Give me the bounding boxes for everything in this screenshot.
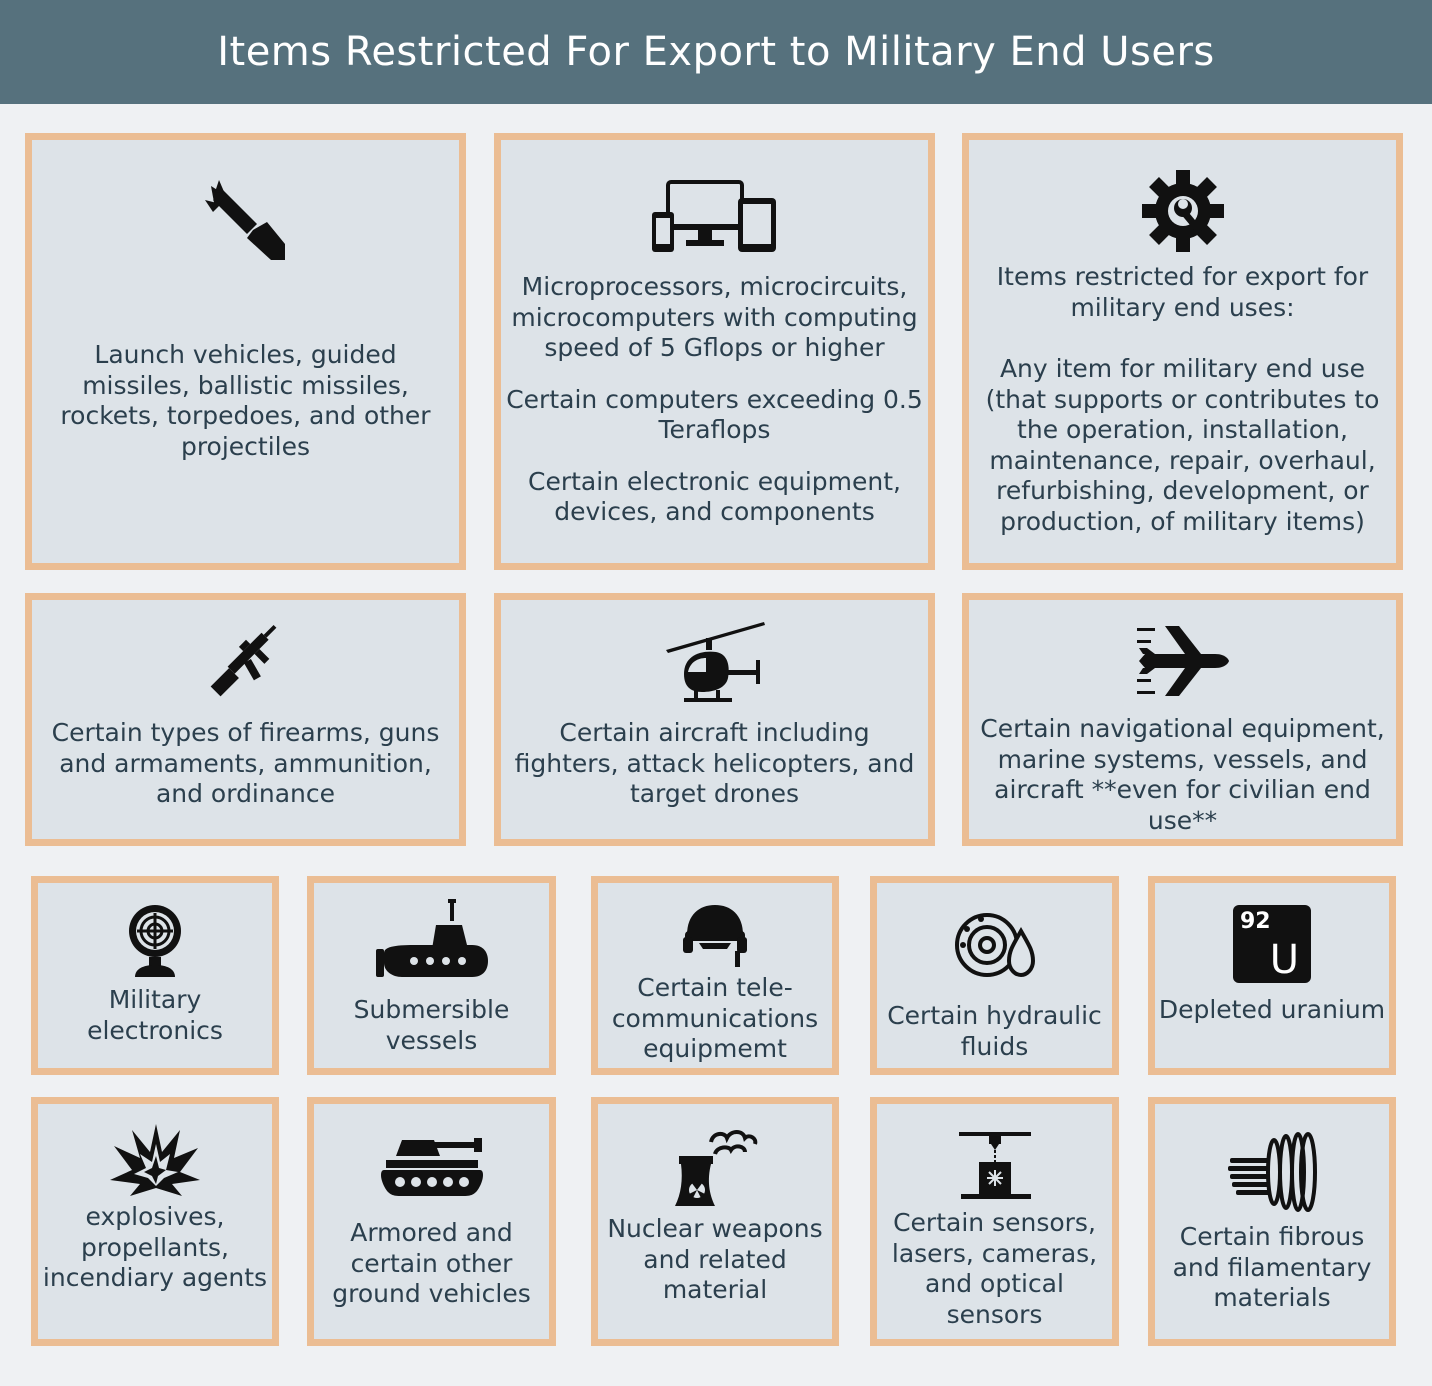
card-nuclear: Nuclear weapons and related material	[591, 1097, 839, 1346]
missile-icon	[204, 180, 285, 260]
card-enduse: Items restricted for export for military…	[962, 133, 1403, 570]
computers-para-2: Certain computers exceeding 0.5 Teraflop…	[506, 384, 923, 445]
radar-icon	[129, 905, 181, 977]
card-fibrous: Certain fibrous and filamentary material…	[1148, 1097, 1396, 1346]
enduse-text: Items restricted for export for military…	[973, 262, 1393, 537]
sensors-text: Certain sensors, lasers, cameras, and op…	[891, 1208, 1098, 1329]
missiles-text: Launch vehicles, guided missiles, ballis…	[60, 340, 431, 461]
card-armored: Armored and certain other ground vehicle…	[307, 1097, 556, 1346]
card-submersible: Submersible vessels	[307, 876, 556, 1075]
enduse-para-2: Any item for military end use (that supp…	[985, 354, 1380, 536]
card-aircraft: Certain aircraft including fighters, att…	[494, 593, 935, 846]
printer-sensor-icon	[958, 1132, 1031, 1199]
helmet-headset-icon	[683, 905, 747, 967]
page-title: Items Restricted For Export to Military …	[217, 29, 1215, 75]
explosion-icon	[110, 1124, 200, 1196]
enduse-para-1: Items restricted for export for military…	[996, 262, 1369, 322]
devices-icon	[651, 180, 776, 252]
card-uranium: 92 U Depleted uranium	[1148, 876, 1396, 1075]
card-missiles: Launch vehicles, guided missiles, ballis…	[25, 133, 466, 570]
gear-wrench-icon	[1141, 170, 1224, 252]
tank-icon	[380, 1138, 483, 1196]
card-electronics: Military electronics	[31, 876, 279, 1075]
card-telecom: Certain tele-communications equipmemt	[591, 876, 839, 1075]
card-explosives: explosives, propellants, incendiary agen…	[31, 1097, 279, 1346]
uranium-number: 92	[1240, 909, 1271, 934]
aircraft-text: Certain aircraft including fighters, att…	[514, 718, 915, 808]
airplane-icon	[1136, 626, 1229, 696]
card-sensors: Certain sensors, lasers, cameras, and op…	[870, 1097, 1119, 1346]
electronics-text: Military electronics	[87, 985, 223, 1045]
rifle-icon	[210, 624, 276, 697]
computers-text: Microprocessors, microcircuits, microcom…	[505, 272, 925, 528]
firearms-text: Certain types of firearms, guns and arma…	[51, 718, 440, 808]
nuclear-text: Nuclear weapons and related material	[607, 1214, 823, 1304]
card-computers: Microprocessors, microcircuits, microcom…	[494, 133, 935, 570]
helicopter-icon	[665, 622, 765, 702]
filament-spool-icon	[1228, 1132, 1317, 1212]
submarine-icon	[375, 899, 488, 977]
card-hydraulic: Certain hydraulic fluids	[870, 876, 1119, 1075]
card-navigation: Certain navigational equipment, marine s…	[962, 593, 1403, 846]
submersible-text: Submersible vessels	[353, 995, 510, 1055]
armored-text: Armored and certain other ground vehicle…	[332, 1218, 531, 1308]
page-header: Items Restricted For Export to Military …	[0, 0, 1432, 104]
uranium-text: Depleted uranium	[1158, 995, 1386, 1024]
explosives-text: explosives, propellants, incendiary agen…	[42, 1202, 268, 1292]
telecom-text: Certain tele-communications equipmemt	[611, 973, 819, 1063]
nuclear-plant-icon	[675, 1130, 758, 1206]
hydraulic-text: Certain hydraulic fluids	[887, 1001, 1102, 1061]
hydraulic-drop-icon	[954, 913, 1035, 978]
uranium-symbol: U	[1269, 937, 1299, 983]
fibrous-text: Certain fibrous and filamentary material…	[1172, 1222, 1372, 1312]
navigation-text: Certain navigational equipment, marine s…	[980, 714, 1385, 835]
computers-para-1: Microprocessors, microcircuits, microcom…	[511, 272, 918, 362]
computers-para-3: Certain electronic equipment, devices, a…	[528, 466, 901, 527]
card-firearms: Certain types of firearms, guns and arma…	[25, 593, 466, 846]
uranium-element-icon: 92 U	[1233, 905, 1311, 983]
